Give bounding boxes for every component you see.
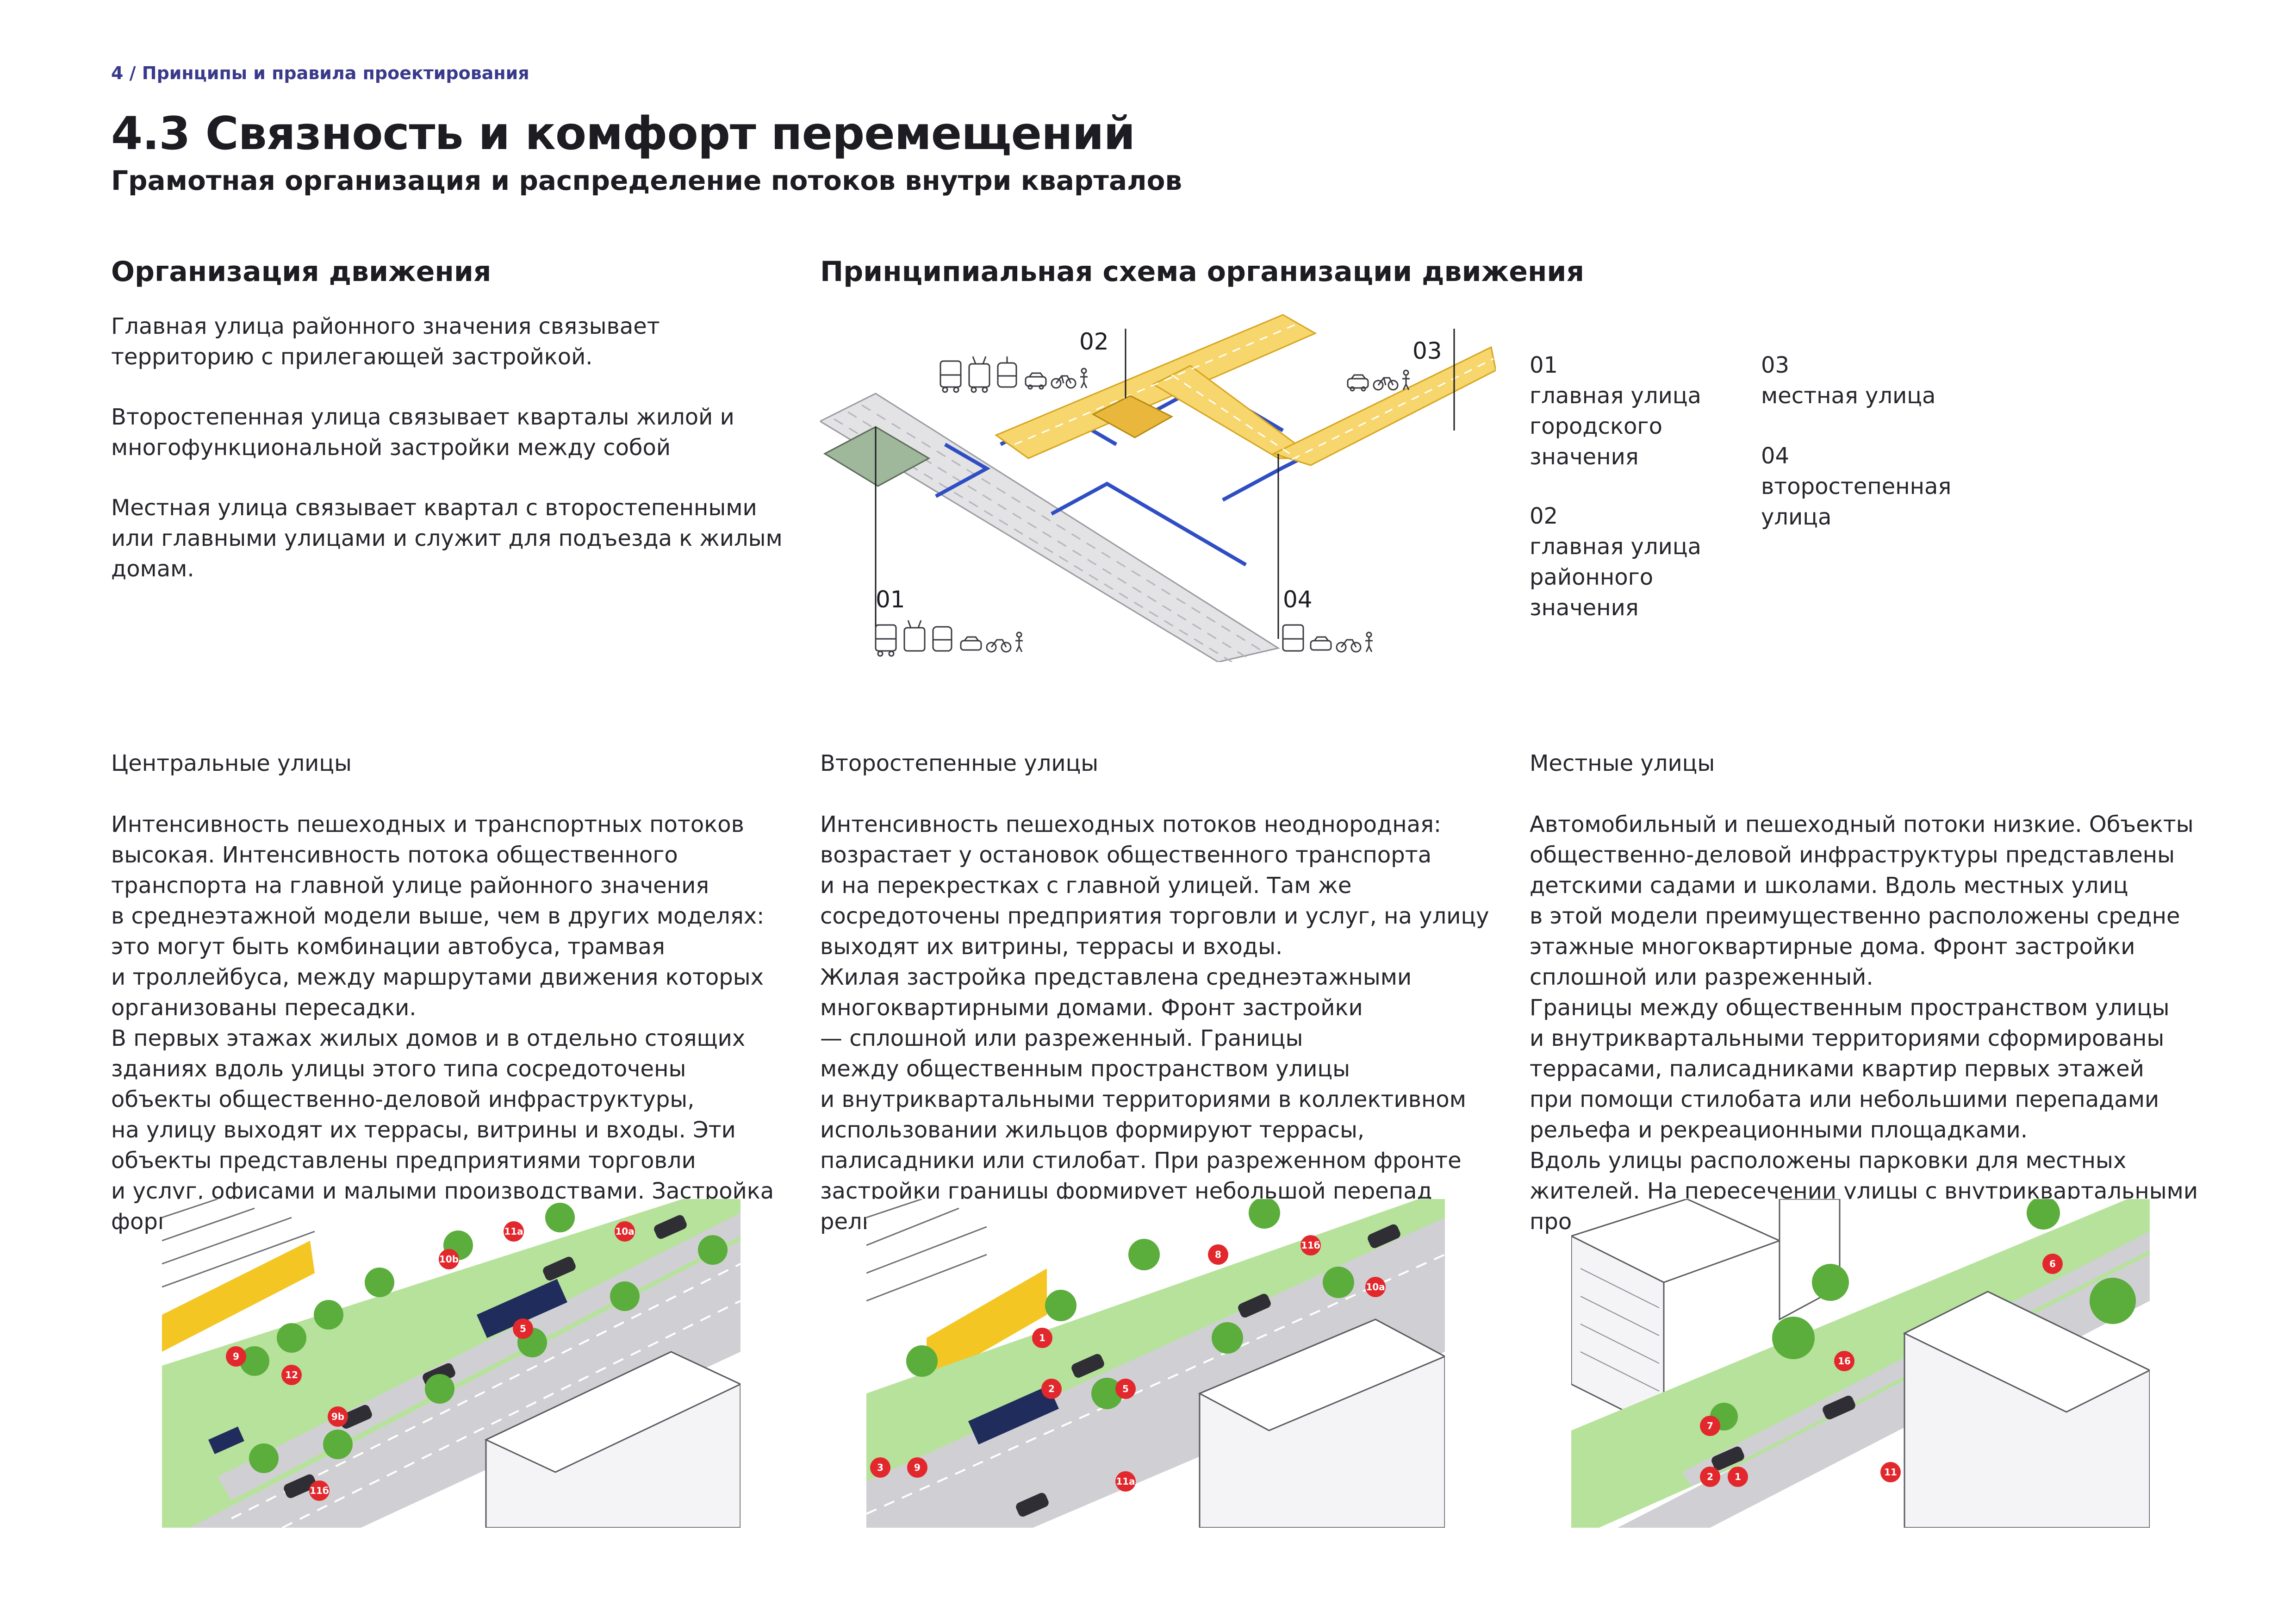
car-icon [1310,636,1332,651]
marker-label: 3 [877,1462,884,1473]
tram-icon [997,356,1017,388]
breadcrumb: 4 / Принципы и правила проектирования [111,63,529,83]
illustration-secondary-street: 8 11б 10a 1 5 2 3 9 11a [866,1199,1445,1528]
bicycle-icon [1336,639,1362,653]
marker-label: 11a [504,1226,523,1237]
callout-04: 04 [1283,586,1313,613]
marker-label: 16 [1838,1355,1851,1367]
marker-label: 10b [439,1254,459,1265]
bicycle-icon [986,639,1012,653]
column-central-streets: Центральные улицы Интенсивность пешеходн… [111,718,805,1268]
marker-label: 1 [1039,1332,1045,1343]
trolleybus-icon [903,620,926,652]
page-subtitle: Грамотная организация и распределение по… [111,165,1182,196]
callout-02: 02 [1079,328,1109,355]
column-title: Центральные улицы [111,750,352,776]
car-icon [1347,374,1369,392]
marker-label: 8 [1215,1249,1221,1260]
marker-label: 11a [1116,1476,1135,1487]
column-text: Автомобильный и пешеходный потоки низкие… [1530,812,2198,1235]
column-text: Интенсивность пешеходных и транспортных … [111,812,774,1235]
column-title: Местные улицы [1530,750,1715,776]
marker-label: 5 [520,1323,526,1334]
pedestrian-icon [1365,631,1373,652]
marker-label: 7 [1707,1420,1713,1431]
tram-icon [932,626,952,652]
illustration-local-street: 6 16 7 11 2 1 [1571,1199,2150,1528]
bus-icon [875,624,897,657]
marker-label: 11б [310,1485,329,1496]
intro-paragraph-3: Местная улица связывает квартал с второс… [111,495,783,582]
marker-label: 11б [1301,1240,1320,1251]
marker-label: 5 [1122,1383,1129,1394]
marker-label: 9b [331,1411,344,1422]
traffic-scheme-diagram: 01 02 03 04 [820,314,1496,662]
marker-label: 9 [914,1462,921,1473]
car-icon [960,636,982,651]
marker-label: 10a [1366,1281,1385,1293]
pedestrian-icon [1015,631,1023,652]
pedestrian-icon [1080,368,1088,388]
column-title: Второстепенные улицы [820,750,1099,776]
marker-label: 6 [2049,1258,2056,1269]
intro-paragraph-2: Второстепенная улица связывает кварталы … [111,404,734,461]
marker-label: 10a [615,1226,634,1237]
bicycle-icon [1051,375,1076,389]
pedestrian-icon [1402,369,1410,390]
intro-paragraph-1: Главная улица районного значения связыва… [111,313,660,370]
marker-label: 2 [1048,1383,1055,1394]
section-heading-scheme: Принципиальная схема организации движени… [820,256,1584,288]
illustration-central-street: 11a 10b 10a 12 9 8 9b 11б 5 [162,1199,740,1528]
marker-label: 11 [1884,1467,1897,1478]
marker-label: 1 [1735,1471,1741,1482]
marker-label: 12 [285,1369,298,1380]
page-title: 4.3 Связность и комфорт перемещений [111,107,1135,160]
bicycle-icon [1373,377,1399,391]
marker-label: 2 [1707,1471,1713,1482]
section-heading-traffic: Организация движения [111,256,492,288]
bus-icon [940,360,962,393]
car-icon [1025,372,1047,390]
column-local-streets: Местные улицы Автомобильный и пешеходный… [1530,718,2242,1268]
trolleybus-icon [968,356,990,393]
callout-01: 01 [876,586,905,613]
column-text: Интенсивность пешеходных потоков неоднор… [820,812,1489,1235]
marker-label: 9 [233,1351,239,1362]
bus-icon [1282,624,1304,652]
callout-03: 03 [1412,337,1442,364]
column-secondary-streets: Второстепенные улицы Интенсивность пешех… [820,718,1514,1268]
